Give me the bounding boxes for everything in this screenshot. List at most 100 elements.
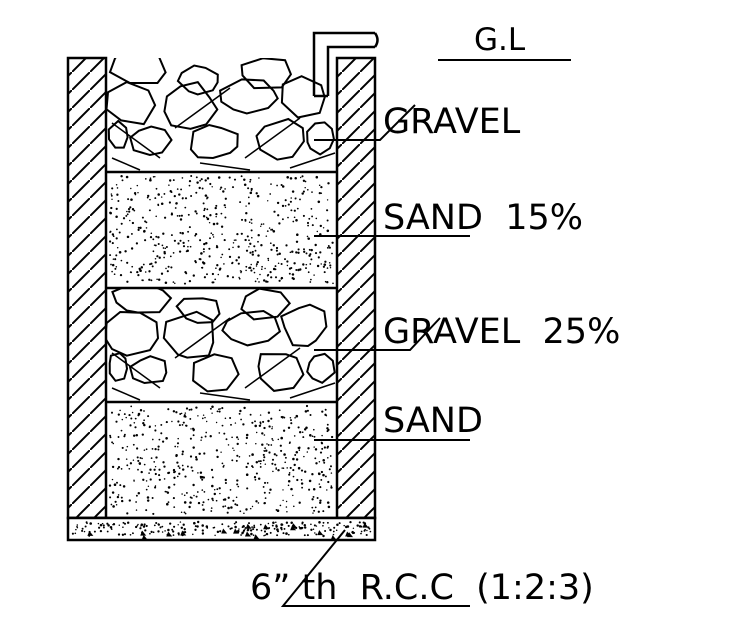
sand-grain [215, 449, 219, 452]
sand-grain [157, 242, 160, 246]
sand-grain [125, 214, 128, 217]
sand-grain [286, 176, 290, 179]
sand-grain [326, 456, 329, 459]
sand-grain [147, 485, 150, 488]
gravel-stone [257, 353, 305, 392]
sand-grain [151, 265, 154, 268]
sand-grain [236, 436, 239, 439]
sand-grain [251, 526, 253, 528]
sand-grain [202, 501, 205, 504]
sand-grain [247, 187, 250, 190]
sand-grain [216, 410, 219, 413]
sand-grain [321, 434, 323, 437]
sand-grain [176, 188, 179, 190]
sand-grain [168, 201, 171, 204]
sand-grain [185, 407, 189, 410]
sand-grain [258, 177, 260, 179]
sand-grain [320, 263, 322, 265]
sand-grain [115, 184, 118, 186]
sand-grain [179, 231, 182, 234]
sand-grain [245, 205, 247, 207]
sand-grain [158, 438, 161, 441]
rcc-aggregate [347, 532, 354, 538]
sand-grain [192, 446, 195, 449]
sand-grain [128, 414, 131, 417]
sand-grain [151, 448, 154, 450]
sand-grain [319, 451, 323, 454]
sand-grain [210, 510, 213, 512]
sand-grain [163, 216, 167, 219]
sand-grain [287, 426, 291, 430]
gravel-joint [111, 387, 141, 401]
sand-grain [177, 437, 179, 440]
sand-grain [154, 486, 157, 489]
gravel-stone [279, 303, 328, 348]
sand-grain [308, 488, 311, 491]
sand-grain [155, 215, 157, 218]
sand-grain [110, 528, 113, 530]
sand-grain [137, 468, 139, 471]
sand-grain [288, 473, 291, 476]
sand-grain [237, 245, 240, 248]
sand-grain [229, 527, 232, 530]
sand-grain [98, 526, 101, 529]
sand-grain [200, 439, 202, 441]
sand-grain [262, 279, 266, 282]
sand-grain [282, 415, 284, 418]
sand-grain [215, 215, 217, 218]
sand-grain [262, 420, 265, 423]
sand-grain [260, 225, 262, 227]
sand-grain [288, 272, 291, 275]
sand-grain [316, 496, 319, 500]
sand-grain [141, 457, 143, 460]
sand-grain [120, 429, 123, 432]
sand-grain [326, 423, 329, 426]
sand-grain [210, 232, 213, 235]
sand-grain [280, 276, 284, 280]
sand-grain [126, 235, 130, 239]
sand-grain [219, 492, 221, 495]
sand-grain [171, 528, 174, 531]
sand-grain [176, 475, 179, 478]
sand-grain [117, 200, 120, 202]
sand-grain [320, 470, 324, 474]
sand-grain [319, 501, 322, 504]
sand-grain [175, 454, 178, 458]
sand-grain [267, 200, 269, 202]
sand-grain [115, 207, 118, 211]
sand-grain [335, 529, 338, 531]
sand-grain [141, 279, 144, 282]
sand-grain [157, 236, 160, 239]
sand-grain [165, 421, 168, 424]
sand-grain [201, 532, 205, 535]
sand-grain [121, 499, 124, 503]
sand-grain [308, 248, 311, 251]
layer-boundaries [68, 170, 375, 520]
sand-grain [211, 412, 213, 414]
sand-grain [152, 238, 155, 241]
sand-grain [143, 523, 146, 526]
sand-grain [271, 462, 274, 465]
sand-grain [205, 431, 208, 434]
sand-grain [294, 454, 297, 456]
sand-grain [148, 209, 151, 212]
sand-grain [315, 533, 318, 536]
sand-grain [136, 184, 139, 187]
sand-grain [317, 256, 320, 259]
sand-grain [303, 428, 307, 431]
sand-grain [326, 521, 329, 524]
sand-grain [179, 413, 182, 415]
sand-grain [336, 523, 339, 526]
sand-grain [118, 251, 122, 254]
sand-grain [255, 460, 259, 464]
sand-grain [128, 467, 131, 470]
sand-grain [263, 449, 266, 452]
sand-grain [163, 465, 166, 468]
sand-grain [114, 500, 117, 503]
sand-grain [217, 176, 221, 179]
sand-grain [236, 454, 239, 457]
sand-grain [233, 522, 236, 525]
sand-grain [296, 233, 299, 236]
sand-grain [204, 435, 207, 438]
sand-grain [213, 489, 216, 491]
